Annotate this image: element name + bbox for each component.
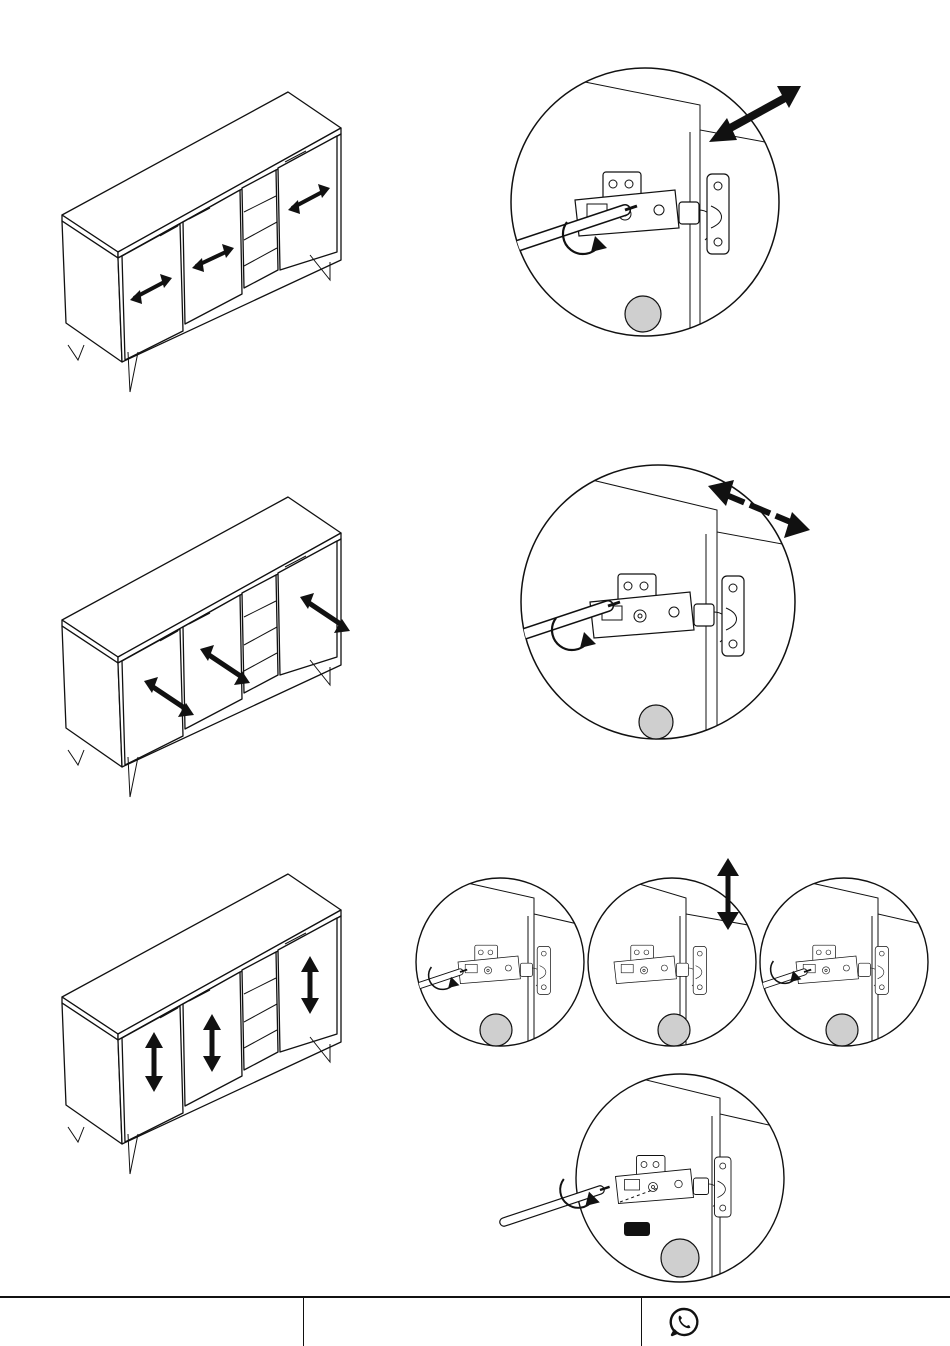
step-height-detail-c [758,876,934,1052]
footer-divider [641,1298,642,1346]
whatsapp-icon[interactable] [668,1306,700,1338]
step-height-cabinet [0,782,400,1202]
step-depth-detail [512,460,832,750]
step-height-detail-a [414,876,590,1052]
step-badge [625,296,661,332]
step-badge [658,1014,690,1046]
step-badge [826,1014,858,1046]
step-depth-cabinet [0,405,400,825]
step-lateral-detail [505,60,825,360]
step-badge [639,705,673,739]
step-badge [480,1014,512,1046]
vertical-adjust-arrow [714,858,742,930]
step-lateral-cabinet [0,0,400,420]
step-badge [661,1239,699,1277]
step-fix-screw-detail [540,1072,790,1284]
footer-divider [303,1298,304,1346]
page-footer [0,1296,950,1346]
double-arrow-icon [714,858,742,930]
screw-tag [624,1222,650,1236]
